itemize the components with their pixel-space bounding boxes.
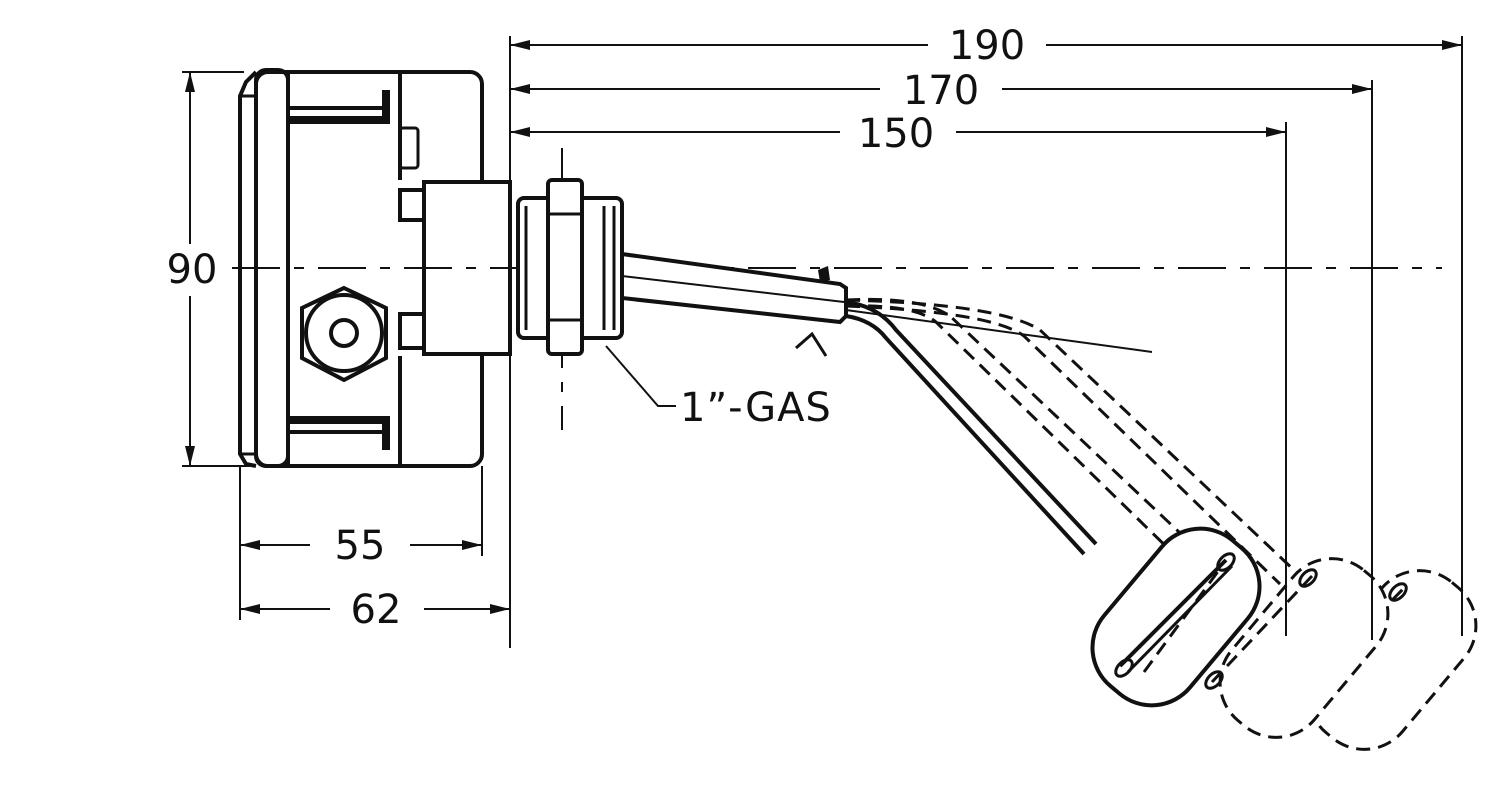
dimension-labels: 190 170 150 90 55 62 <box>167 23 1026 633</box>
thread-callout-label: 1”-GAS <box>680 385 832 431</box>
dimension-lines <box>182 36 1463 648</box>
dimension-62-label: 62 <box>351 587 402 633</box>
dimension-150-label: 150 <box>858 111 934 157</box>
threaded-fitting <box>516 178 624 356</box>
thread-callout: 1”-GAS <box>605 345 832 431</box>
float-position-1 <box>1090 526 1262 708</box>
dimension-190-label: 190 <box>949 23 1025 69</box>
float-arm-dashed <box>845 297 1298 586</box>
dimension-170-label: 170 <box>903 68 979 114</box>
cable-gland <box>300 285 388 383</box>
float-position-2 <box>1204 557 1390 739</box>
float-stem <box>620 251 1153 357</box>
float-arm-solid <box>845 300 1098 556</box>
dimension-90-label: 90 <box>167 247 218 293</box>
dimension-55-label: 55 <box>335 523 386 569</box>
